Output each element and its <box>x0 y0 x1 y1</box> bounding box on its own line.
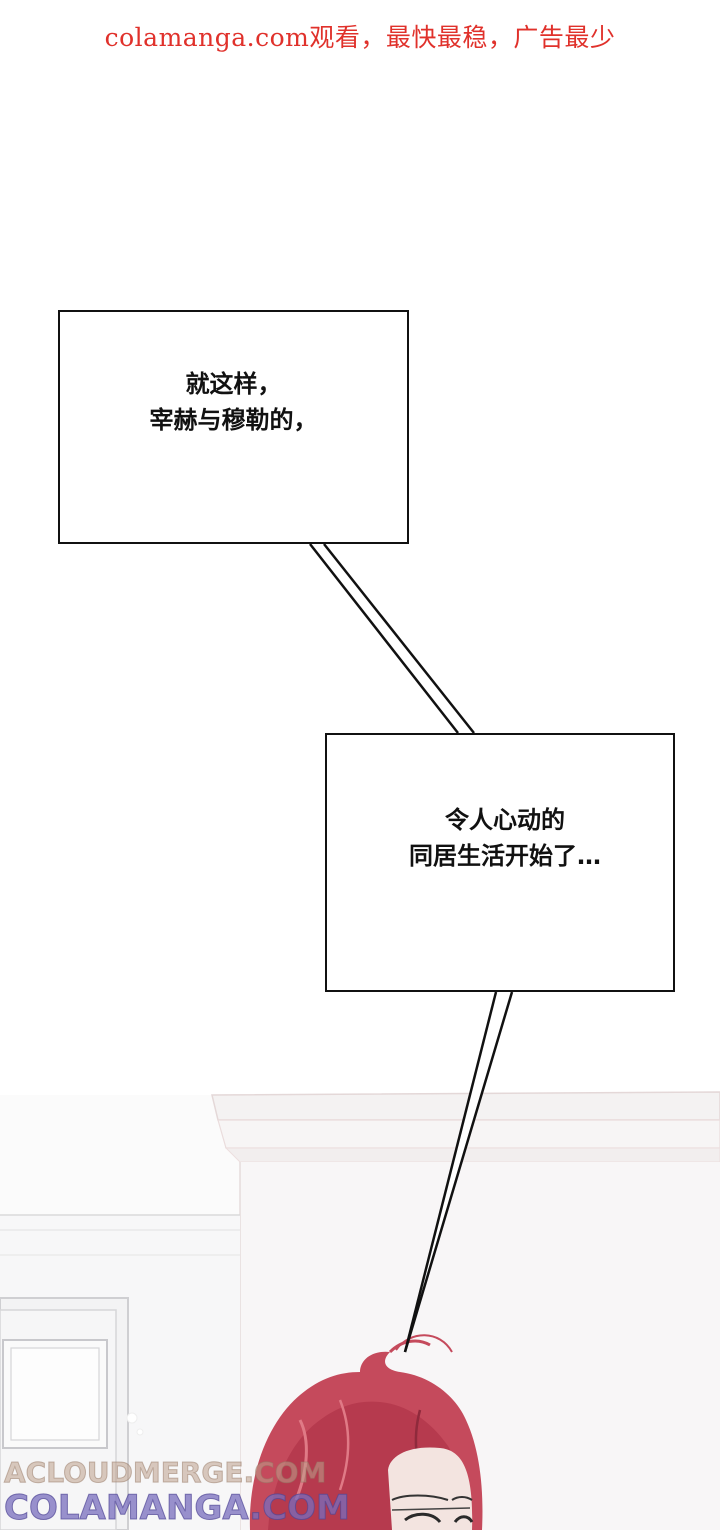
watermark-colamanga: COLAMANGA.COM <box>4 1488 351 1529</box>
room-background <box>0 1091 720 1530</box>
site-banner[interactable]: colamanga.com观看，最快最稳，广告最少 <box>104 23 616 52</box>
caption-box-1: 就这样， 宰赫与穆勒的， <box>58 310 409 544</box>
watermark-acloudmerge: ACLOUDMERGE.COM <box>3 1456 327 1490</box>
caption-box-2: 令人心动的 同居生活开始了… <box>325 733 675 992</box>
caption-text-1: 就这样， 宰赫与穆勒的， <box>149 370 318 434</box>
caption-tail-1 <box>309 543 475 734</box>
caption-text-2: 令人心动的 同居生活开始了… <box>409 805 601 870</box>
character-illustration <box>249 1334 483 1530</box>
caption-tail-2 <box>403 991 514 1353</box>
